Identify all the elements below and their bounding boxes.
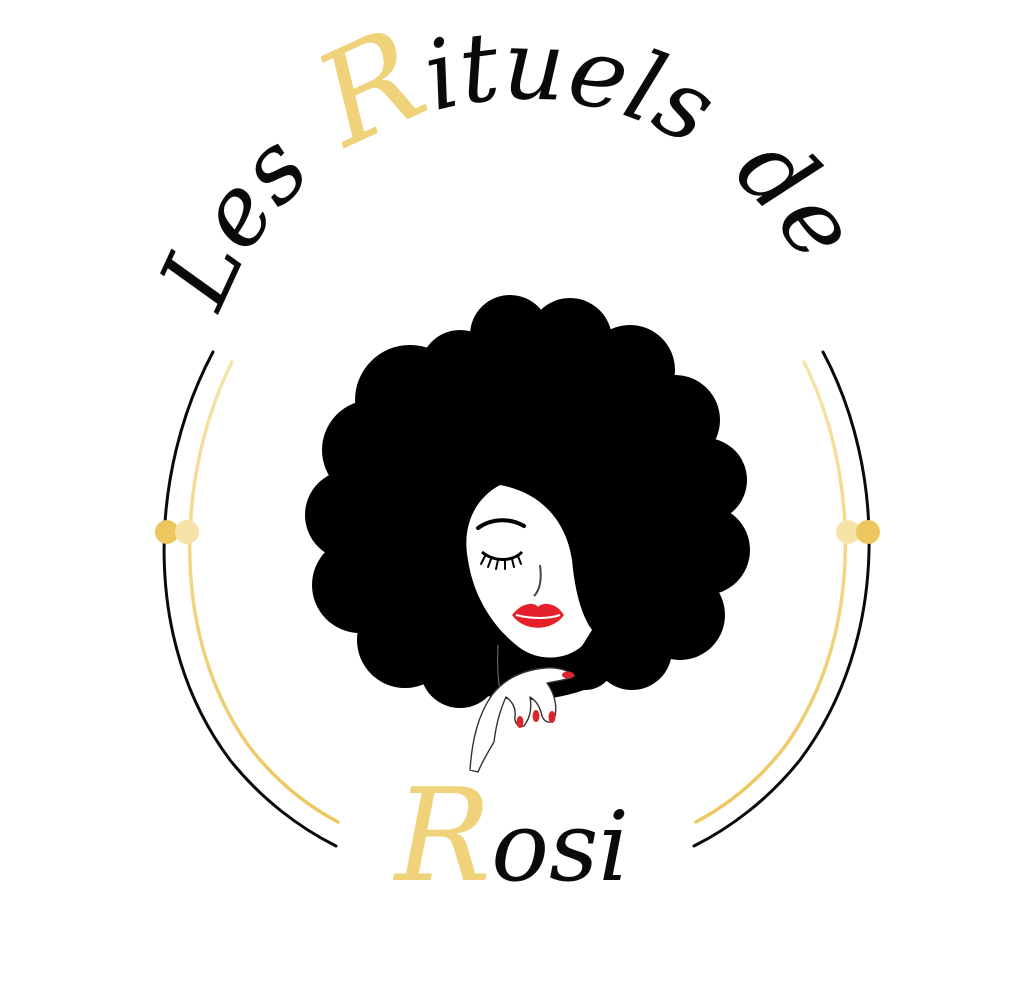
eyebrow [476, 518, 526, 530]
ring-left-gold-arc [188, 360, 340, 824]
left-dot-dark [155, 520, 179, 544]
ring-black-arcs [162, 350, 871, 848]
double-dot-icon [155, 520, 880, 544]
left-dot-light [175, 520, 199, 544]
title-de: de [715, 113, 880, 279]
name-osi: osi [491, 791, 629, 903]
title-ituels: ituels [414, 9, 734, 167]
name-text: Rosi [393, 762, 629, 911]
woman-silhouette-icon [305, 295, 750, 773]
right-dot-dark [856, 520, 880, 544]
ring-gold-arcs [188, 360, 848, 824]
title-arc-text: Les Rituels de [137, 0, 880, 325]
closed-eye-icon [481, 550, 524, 561]
title-les: Les [137, 112, 330, 325]
nose [533, 564, 542, 597]
lips-icon [512, 603, 564, 628]
right-dot-light [836, 520, 860, 544]
hair-strand [495, 473, 607, 625]
ring-right-gold-arc [694, 360, 848, 824]
eyelashes [480, 555, 522, 570]
red-nails [516, 671, 574, 728]
ring-right-black-arc [692, 350, 871, 848]
name-r-initial: R [393, 762, 491, 911]
ring-left-black-arc [162, 350, 338, 848]
